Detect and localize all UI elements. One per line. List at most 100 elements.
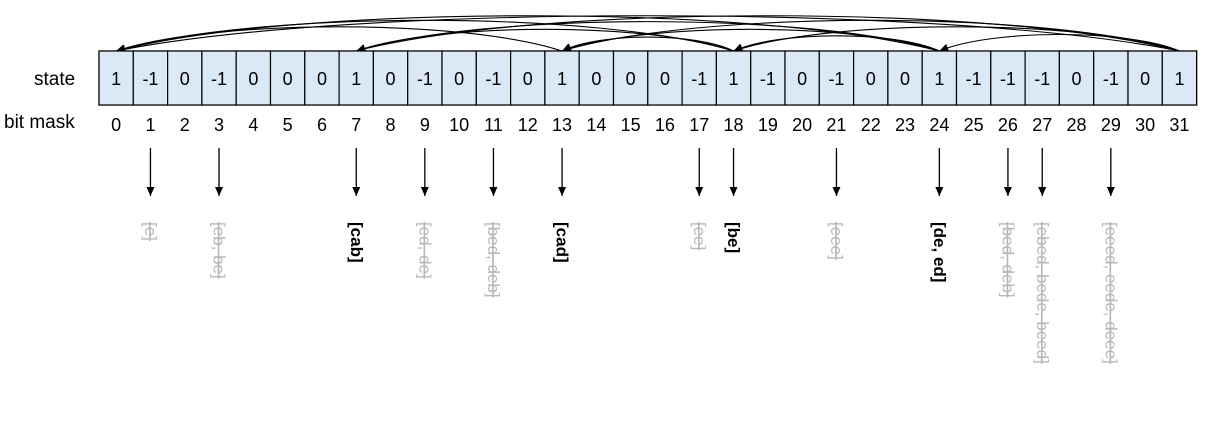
bit-index: 16 (655, 115, 675, 135)
state-cell-value: 0 (1072, 69, 1082, 89)
transition-arc (733, 35, 940, 52)
bit-index: 20 (792, 115, 812, 135)
bit-index: 31 (1169, 115, 1189, 135)
bit-index: 30 (1135, 115, 1155, 135)
state-cell (715, 50, 752, 106)
state-cell-value: 0 (660, 69, 670, 89)
pruned-label: [ed, de] (415, 222, 434, 279)
bit-index: 0 (111, 115, 121, 135)
bit-index: 18 (724, 115, 744, 135)
state-cell (955, 50, 992, 106)
state-cell-value: 0 (797, 69, 807, 89)
state-cell (887, 50, 923, 106)
state-cell (818, 50, 855, 106)
bit-index: 29 (1101, 115, 1121, 135)
bit-index: 11 (484, 115, 503, 135)
state-cell-value: 0 (866, 69, 876, 89)
state-cell (132, 50, 169, 106)
state-cell (269, 50, 306, 106)
state-cell-value: -1 (1103, 69, 1119, 89)
state-cell-value: -1 (211, 69, 227, 89)
bit-index: 6 (317, 115, 327, 135)
state-cell-value: -1 (828, 69, 844, 89)
state-row-label: state (34, 69, 76, 90)
bit-index: 22 (861, 115, 881, 135)
state-cell (578, 50, 615, 106)
bit-index: 28 (1067, 115, 1087, 135)
pruned-label: [bed, deb] (998, 222, 1017, 298)
state-cell-value: 1 (557, 69, 567, 89)
state-cell (304, 50, 340, 106)
state-cell (235, 50, 272, 106)
transition-arc (939, 33, 1180, 52)
transition-label: [cab] (347, 222, 366, 263)
bit-mask-row-label: bit mask (4, 112, 75, 133)
state-cell-value: 1 (729, 69, 739, 89)
state-cell-value: 0 (317, 69, 327, 89)
state-cell-value: 1 (1174, 69, 1184, 89)
bit-index: 12 (518, 115, 538, 135)
bit-index: 23 (895, 115, 915, 135)
bit-pointers: [e][eb, be][cab][ed, de][bed, deb][cad][… (141, 148, 1120, 364)
state-cell (544, 50, 580, 106)
state-cell-value: -1 (1000, 69, 1016, 89)
bit-index: 5 (283, 115, 293, 135)
state-cell (372, 50, 409, 106)
state-cell (98, 50, 134, 106)
state-cell-value: -1 (691, 69, 707, 89)
pruned-label: [ee] (690, 222, 709, 250)
bit-index: 15 (621, 115, 641, 135)
state-cell-value: 0 (591, 69, 601, 89)
transition-arc (561, 28, 940, 52)
bit-index: 2 (180, 115, 190, 135)
state-cell (612, 50, 649, 106)
state-cell-value: 0 (1140, 69, 1150, 89)
bit-index: 7 (351, 115, 361, 135)
state-cell-value: 1 (351, 69, 361, 89)
state-cell (990, 50, 1026, 106)
bit-index: 13 (552, 115, 572, 135)
state-cell-value: -1 (1034, 69, 1050, 89)
state-cell (647, 50, 683, 106)
bit-index: 17 (689, 115, 709, 135)
state-cell-value: -1 (485, 69, 501, 89)
bit-index: 19 (758, 115, 778, 135)
bit-index: 1 (145, 115, 155, 135)
transition-label: [be] (724, 222, 743, 253)
state-cell-value: 0 (454, 69, 464, 89)
state-cell (921, 50, 958, 106)
bit-index: 14 (586, 115, 606, 135)
transition-arc (356, 28, 734, 52)
state-cell-value: 0 (626, 69, 636, 89)
state-cell (852, 50, 889, 106)
state-cell (681, 50, 717, 106)
state-cell (441, 50, 477, 106)
state-cell-value: 0 (283, 69, 293, 89)
transition-label: [de, ed] (930, 222, 949, 282)
bit-index: 3 (214, 115, 224, 135)
bit-index: 4 (248, 115, 258, 135)
state-cell-value: 0 (248, 69, 258, 89)
state-cell (201, 50, 237, 106)
state-cell (510, 50, 546, 106)
state-cell (1024, 50, 1060, 106)
bit-index: 25 (964, 115, 984, 135)
state-cell (167, 50, 203, 106)
state-cell-value: 0 (900, 69, 910, 89)
state-cell (1127, 50, 1163, 106)
bit-index: 27 (1032, 115, 1052, 135)
pruned-label: [eb, be] (210, 222, 229, 279)
bit-index: 9 (420, 115, 430, 135)
state-cell-value: 1 (934, 69, 944, 89)
state-cell-value: 1 (111, 69, 121, 89)
transition-arc (116, 15, 1180, 54)
bit-index: 24 (929, 115, 949, 135)
bit-index: 21 (826, 115, 846, 135)
state-cell (475, 50, 512, 106)
pruned-label: [eee] (827, 222, 846, 260)
state-cell-value: 0 (180, 69, 190, 89)
transition-label: [cad] (553, 222, 572, 263)
state-cell-value: -1 (417, 69, 433, 89)
